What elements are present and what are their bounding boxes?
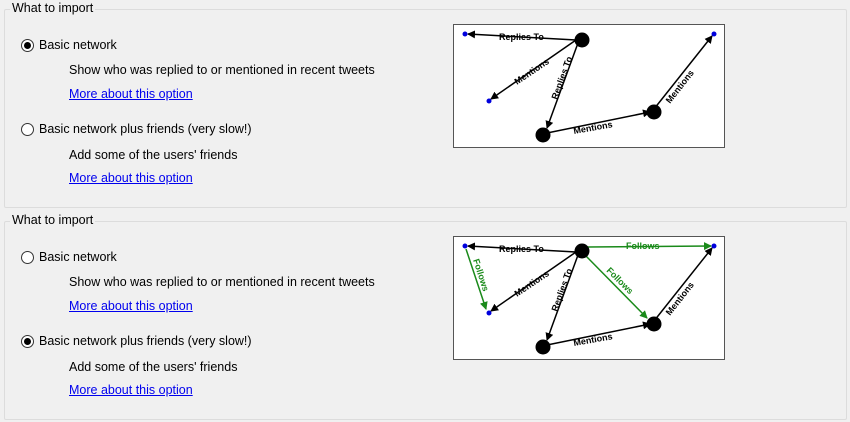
radio-label: Basic network plus friends (very slow!) [39, 122, 252, 136]
radio-basic-network-plus-friends[interactable]: Basic network plus friends (very slow!) [21, 122, 252, 136]
edge-label: Mentions [513, 56, 551, 86]
small-node [711, 31, 717, 37]
more-about-link[interactable]: More about this option [69, 87, 193, 101]
edge-replies-to [545, 42, 579, 129]
option-description: Show who was replied to or mentioned in … [69, 275, 375, 289]
radio-button[interactable] [21, 250, 34, 264]
large-node [574, 32, 590, 48]
network-diagram: Replies To Mentions Replies To Mentions … [453, 24, 725, 148]
radio-basic-network[interactable]: Basic network [21, 250, 117, 264]
option-description: Add some of the users' friends [69, 360, 238, 374]
edge-label: Mentions [573, 119, 614, 136]
edge-label: Mentions [513, 268, 551, 298]
radio-label: Basic network plus friends (very slow!) [39, 334, 252, 348]
edge-label: Mentions [664, 280, 696, 317]
radio-basic-network[interactable]: Basic network [21, 38, 117, 52]
edge-label: Replies To [499, 32, 544, 42]
group-title: What to import [10, 213, 96, 227]
radio-button[interactable] [21, 122, 34, 136]
more-about-link[interactable]: More about this option [69, 383, 193, 397]
large-node [535, 127, 551, 143]
edge-replies-to [467, 242, 577, 253]
small-node [462, 243, 468, 249]
edge-mentions [653, 247, 713, 322]
edge-mentions [490, 39, 577, 100]
edge-mentions [653, 35, 713, 110]
edge-follows [586, 242, 712, 251]
import-group-1: What to import Basic network Show who wa… [4, 1, 847, 208]
edge-mentions [546, 109, 651, 134]
import-group-2: What to import Basic network Show who wa… [4, 213, 847, 420]
more-about-link[interactable]: More about this option [69, 171, 193, 185]
small-node [462, 31, 468, 37]
edge-label: Replies To [549, 55, 574, 101]
large-node [646, 104, 662, 120]
edge-label: Replies To [499, 244, 544, 254]
edge-label-follows: Follows [626, 241, 660, 251]
edge-follows [584, 254, 648, 319]
large-node [574, 243, 590, 259]
radio-label: Basic network [39, 38, 117, 52]
edge-replies-to [467, 30, 577, 41]
edge-label: Mentions [664, 68, 696, 105]
edge-mentions [546, 321, 651, 346]
network-diagram-with-follows: Replies To Mentions Replies To Mentions … [453, 236, 725, 360]
large-node [535, 339, 551, 355]
edge-label: Replies To [549, 267, 574, 313]
edge-label: Mentions [573, 331, 614, 348]
radio-basic-network-plus-friends[interactable]: Basic network plus friends (very slow!) [21, 334, 252, 348]
group-title: What to import [10, 1, 96, 15]
option-description: Show who was replied to or mentioned in … [69, 63, 375, 77]
radio-label: Basic network [39, 250, 117, 264]
small-node [486, 98, 492, 104]
small-node [486, 310, 492, 316]
large-node [646, 316, 662, 332]
edge-mentions [490, 251, 577, 312]
option-description: Add some of the users' friends [69, 148, 238, 162]
radio-button-checked[interactable] [21, 334, 34, 348]
radio-button-checked[interactable] [21, 38, 34, 52]
edge-follows [465, 248, 488, 310]
small-node [711, 243, 717, 249]
edge-replies-to [545, 254, 579, 341]
more-about-link[interactable]: More about this option [69, 299, 193, 313]
